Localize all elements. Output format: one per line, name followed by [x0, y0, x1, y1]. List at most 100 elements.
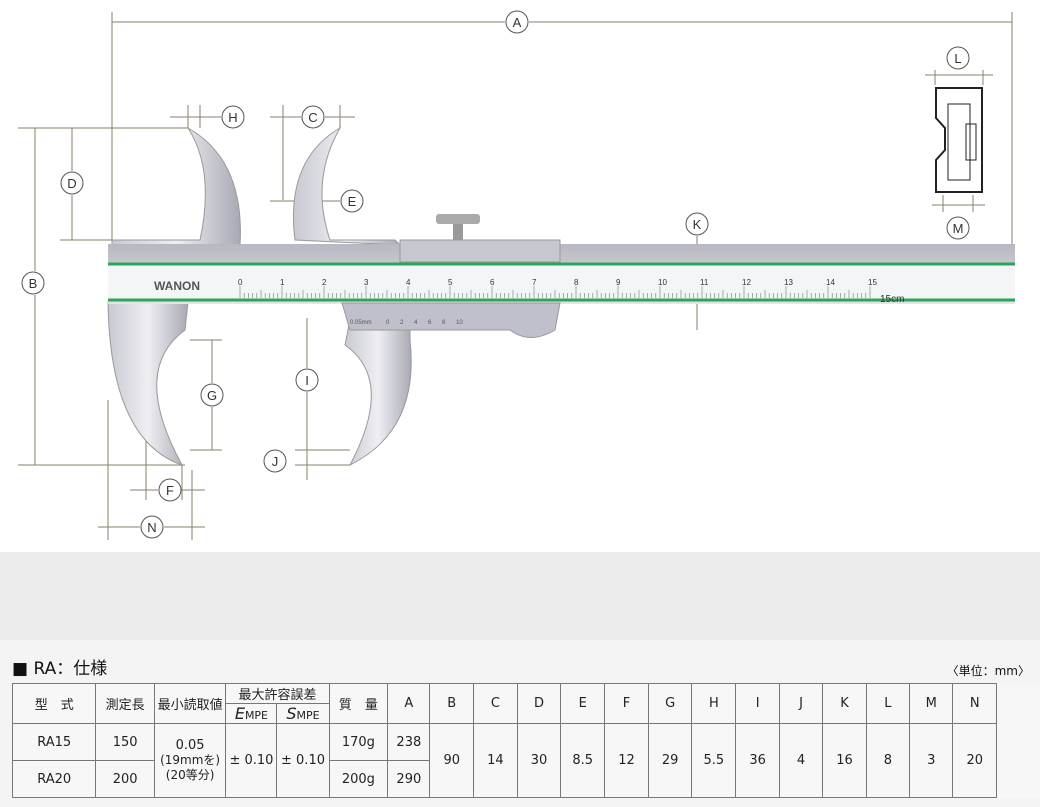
vernier-plate — [341, 302, 561, 338]
header-dim: D — [516, 683, 562, 724]
brand-logo: WANON — [154, 279, 200, 293]
svg-text:A: A — [513, 15, 522, 30]
scale-number: 15 — [868, 278, 877, 287]
scale-number: 6 — [490, 278, 495, 287]
vernier-number: 4 — [414, 320, 418, 326]
header-dim: K — [822, 683, 867, 724]
cell-dim: 8.5 — [560, 723, 606, 798]
scale-number: 8 — [574, 278, 579, 287]
svg-text:E: E — [348, 194, 357, 209]
svg-text:C: C — [308, 110, 317, 125]
dimension-label-b: B — [21, 271, 45, 295]
header-dim: C — [473, 683, 518, 724]
cell-dim: 8 — [865, 723, 911, 798]
vernier-number: 8 — [442, 320, 446, 326]
header-s-mpe: SMPE — [276, 703, 330, 724]
cell-dim: 30 — [516, 723, 562, 798]
cell-length: 200 — [95, 760, 155, 798]
dimension-label-e: E — [340, 189, 364, 213]
cell-mass: 200g — [328, 760, 389, 798]
header-dim: G — [647, 683, 693, 724]
header-dim: M — [909, 683, 954, 724]
cell-dim: 36 — [735, 723, 780, 798]
cell-dim: 4 — [778, 723, 824, 798]
cell-dim: 5.5 — [691, 723, 737, 798]
dimension-label-a: A — [505, 10, 529, 34]
dimension-label-i: I — [295, 368, 319, 392]
dimension-label-m: M — [946, 216, 970, 240]
svg-text:B: B — [29, 276, 38, 291]
dimension-label-h: H — [221, 105, 245, 129]
scale-number: 12 — [742, 278, 751, 287]
cell-mass: 170g — [328, 723, 389, 761]
header-dim: B — [429, 683, 475, 724]
dimension-label-n: N — [140, 515, 164, 539]
scale-number: 9 — [616, 278, 621, 287]
divider-band — [0, 552, 1040, 640]
header-length: 測定長 — [95, 683, 155, 724]
dimension-label-f: F — [158, 478, 182, 502]
cell-a: 290 — [387, 760, 431, 798]
spec-section: ■ RA：仕様 〈単位：mm〉 型 式 測定長 最小読取値 最大許容誤差 質 量… — [0, 640, 1040, 807]
svg-text:I: I — [305, 373, 309, 388]
dimension-label-k: K — [685, 212, 709, 236]
svg-text:D: D — [67, 176, 76, 191]
moving-upper-jaw — [292, 126, 402, 246]
vernier-number: 0.05mm — [350, 320, 372, 326]
dimension-label-j: J — [263, 449, 287, 473]
header-dim: I — [735, 683, 780, 724]
header-model: 型 式 — [11, 683, 97, 724]
unit-note: 〈単位：mm〉 — [946, 664, 1030, 678]
cell-length: 150 — [95, 723, 155, 761]
scale-unit: 15cm — [880, 294, 904, 305]
scale-number: 13 — [784, 278, 793, 287]
header-mpe: 最大許容誤差 — [225, 683, 330, 704]
cell-dim: 16 — [822, 723, 867, 798]
dimension-label-g: G — [200, 383, 224, 407]
header-dim: H — [691, 683, 737, 724]
header-dim: L — [865, 683, 911, 724]
fixed-upper-jaw — [111, 127, 241, 246]
dimension-lines — [18, 12, 1013, 540]
cell-model: RA15 — [11, 723, 97, 761]
svg-text:G: G — [207, 388, 217, 403]
cell-dim: 20 — [952, 723, 998, 798]
svg-text:F: F — [166, 483, 174, 498]
cell-dim: 90 — [429, 723, 475, 798]
svg-text:M: M — [953, 221, 964, 236]
dimension-label-d: D — [60, 171, 84, 195]
svg-text:L: L — [954, 51, 961, 66]
svg-text:J: J — [272, 454, 279, 469]
slider-top — [399, 239, 561, 263]
header-e-mpe: EMPE — [225, 703, 278, 724]
header-mass: 質 量 — [328, 683, 389, 724]
cell-dim: 3 — [909, 723, 954, 798]
scale-number: 14 — [826, 278, 835, 287]
svg-text:K: K — [693, 217, 702, 232]
cell-a: 238 — [387, 723, 431, 761]
cell-dim: 29 — [647, 723, 693, 798]
header-dim: F — [604, 683, 649, 724]
svg-text:N: N — [147, 520, 156, 535]
cell-resolution: 0.05 (19mmを)(20等分) — [153, 723, 227, 798]
scale-number: 1 — [280, 278, 285, 287]
spec-title: ■ RA：仕様 — [12, 659, 108, 679]
scale-number: 10 — [658, 278, 667, 287]
scale-number: 3 — [364, 278, 369, 287]
vernier-number: 10 — [456, 320, 463, 326]
lock-screw-icon — [453, 222, 463, 240]
cell-dim: 12 — [604, 723, 649, 798]
scale-number: 4 — [406, 278, 411, 287]
header-dim: E — [560, 683, 606, 724]
vernier-number: 0 — [386, 320, 390, 326]
svg-text:H: H — [228, 110, 237, 125]
scale-number: 0 — [238, 278, 243, 287]
fixed-lower-jaw — [107, 301, 189, 466]
scale-number: 2 — [322, 278, 327, 287]
dimension-label-l: L — [946, 46, 970, 70]
header-dim: N — [952, 683, 998, 724]
scale-number: 7 — [532, 278, 537, 287]
cell-model: RA20 — [11, 760, 97, 798]
